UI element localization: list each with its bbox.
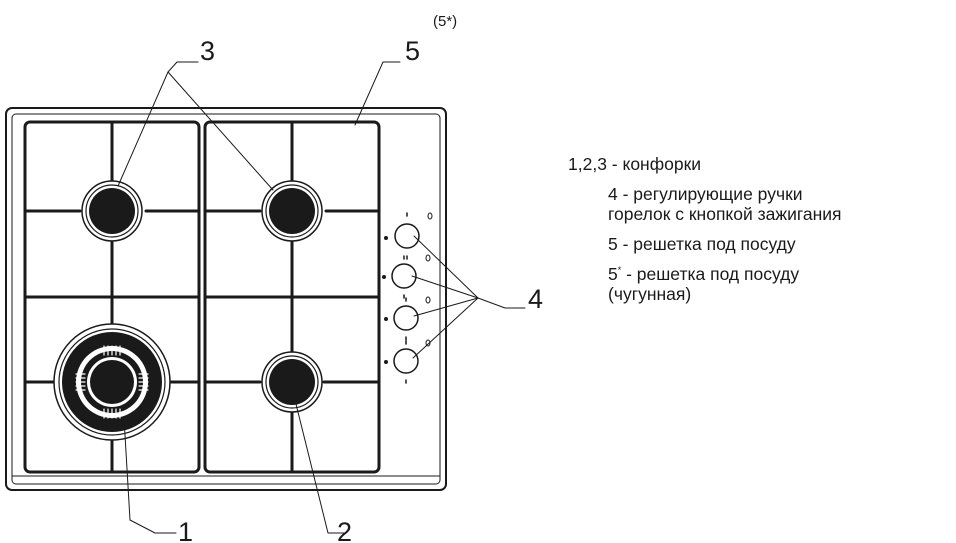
knob-4[interactable] — [384, 339, 431, 384]
legend: 1,2,3 - конфорки 4 - регулирующие ручки … — [568, 154, 954, 314]
callout-1: 1 — [178, 517, 193, 543]
callout-3: 3 — [200, 36, 215, 66]
legend-knobs: 4 - регулирующие ручки горелок с кнопкой… — [568, 184, 954, 224]
legend-cast-grate-text: - решетка под посуду — [621, 264, 800, 284]
callout-5: 5 — [405, 36, 420, 66]
legend-cast-grate-line2: (чугунная) — [608, 284, 692, 304]
burner-medium-left — [81, 180, 143, 242]
callout-2: 2 — [337, 517, 352, 543]
legend-knobs-line2: горелок с кнопкой зажигания — [608, 204, 842, 224]
callout-4: 4 — [528, 284, 543, 314]
knob-2[interactable] — [382, 254, 431, 299]
leader-lines — [117, 61, 526, 534]
burner-large-triple-crown — [53, 323, 171, 441]
control-knobs — [382, 212, 433, 384]
legend-cast-grate-star: * — [617, 265, 622, 276]
grate-right — [203, 120, 381, 474]
hob-body — [5, 107, 447, 491]
legend-cast-grate-number: 5 — [608, 264, 618, 284]
legend-burners: 1,2,3 - конфорки — [568, 154, 702, 174]
callout-5-cast: (5*) — [433, 13, 457, 30]
knob-1[interactable] — [384, 212, 433, 260]
burner-medium-right — [261, 180, 323, 242]
burner-small — [261, 351, 323, 413]
legend-grate: 5 - решетка под посуду — [608, 234, 796, 254]
legend-cast-grate: 5* - решетка под посуду (чугунная) — [568, 264, 954, 304]
knob-3[interactable] — [384, 296, 431, 341]
legend-cast-grate-line1: 5* - решетка под посуду — [608, 264, 954, 284]
legend-knobs-line1: 4 - регулирующие ручки — [608, 184, 803, 204]
